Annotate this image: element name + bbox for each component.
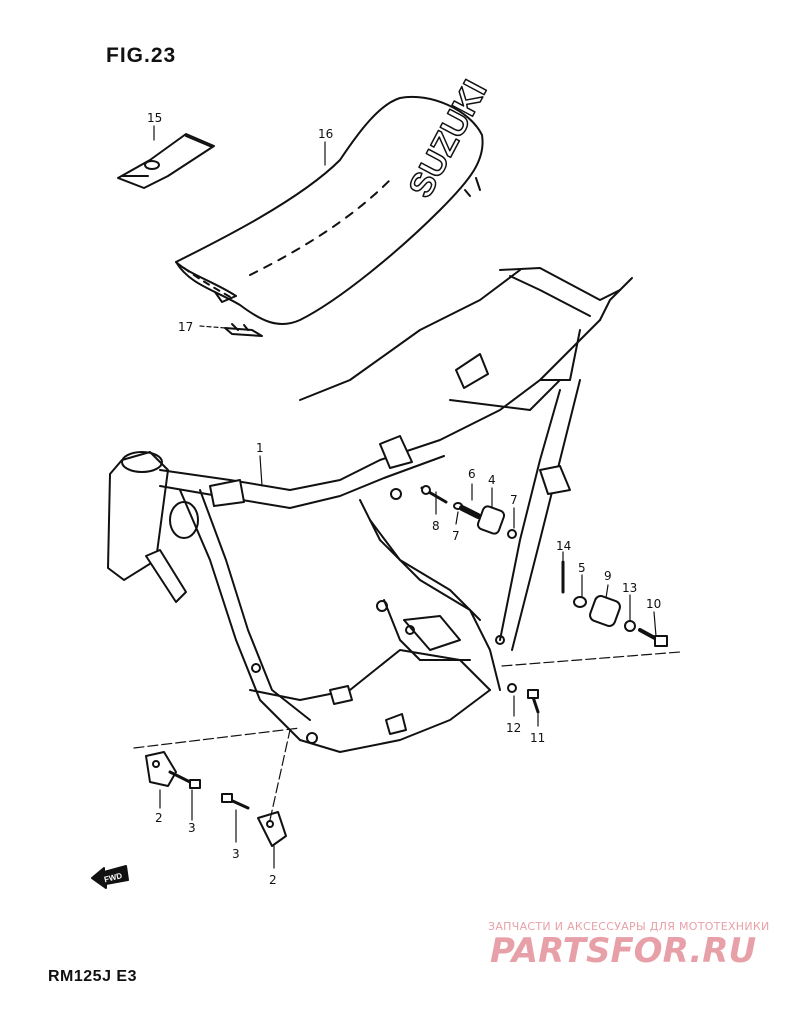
callout-9: 9 xyxy=(604,569,612,583)
callout-6: 6 xyxy=(468,467,476,481)
watermark-caption: ЗАПЧАСТИ И АКСЕССУАРЫ ДЛЯ МОТОТЕХНИКИ xyxy=(488,920,770,933)
callout-10: 10 xyxy=(646,597,661,611)
callout-13: 13 xyxy=(622,581,637,595)
callout-2b: 2 xyxy=(269,873,277,887)
callout-17: 17 xyxy=(178,320,193,334)
callout-11: 11 xyxy=(530,731,545,745)
callout-5: 5 xyxy=(578,561,586,575)
callout-16: 16 xyxy=(318,127,333,141)
callout-3a: 3 xyxy=(188,821,196,835)
watermark-logo-text: PARTSFOR.RU xyxy=(490,931,756,971)
fwd-arrow-icon xyxy=(91,865,129,889)
seat-clip-part-17 xyxy=(224,323,263,337)
callout-7a: 7 xyxy=(452,529,460,543)
callout-12: 12 xyxy=(506,721,521,735)
engine-mount-upper xyxy=(420,485,517,539)
callout-7b: 7 xyxy=(510,493,518,507)
callout-15: 15 xyxy=(147,111,162,125)
engine-mount-lower xyxy=(507,560,668,714)
seat-bracket-part-15 xyxy=(117,133,215,189)
callout-1: 1 xyxy=(256,441,264,455)
seat-part-16: SUZUKI xyxy=(175,73,495,325)
frame-part-1 xyxy=(107,267,633,753)
watermark-logo: PARTSFOR.RU xyxy=(490,931,756,971)
model-code: RM125J E3 xyxy=(48,968,137,985)
figure-title: FIG.23 xyxy=(106,44,177,67)
fwd-label: FWD xyxy=(103,871,123,884)
callout-8: 8 xyxy=(432,519,440,533)
callout-14: 14 xyxy=(556,539,571,553)
callout-3b: 3 xyxy=(232,847,240,861)
callout-2a: 2 xyxy=(155,811,163,825)
callout-4: 4 xyxy=(488,473,496,487)
engine-mount-brackets xyxy=(145,751,287,847)
